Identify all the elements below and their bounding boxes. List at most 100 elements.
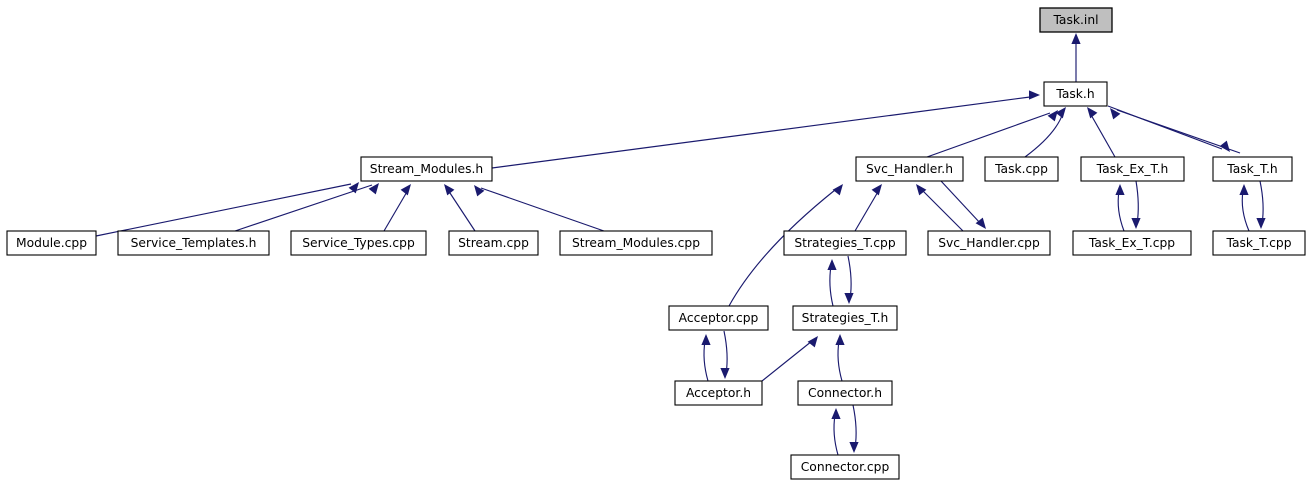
graph-node-task_t_cpp[interactable]: Task_T.cpp	[1212, 230, 1306, 256]
node-box[interactable]	[1043, 81, 1108, 107]
node-box[interactable]	[360, 156, 493, 182]
graph-node-strategies_t_cpp[interactable]: Strategies_T.cpp	[783, 230, 907, 256]
edge-line	[383, 189, 409, 232]
graph-node-strategies_t_h[interactable]: Strategies_T.h	[792, 305, 898, 331]
node-box[interactable]	[559, 230, 713, 256]
node-box[interactable]	[290, 230, 427, 256]
node-label: Connector.cpp	[801, 460, 890, 474]
node-label: Task.cpp	[994, 162, 1048, 176]
node-box[interactable]	[984, 156, 1059, 182]
arrow-head-icon	[831, 408, 841, 419]
node-box[interactable]	[668, 305, 769, 331]
arrow-head-icon	[844, 293, 854, 304]
node-box[interactable]	[792, 305, 898, 331]
graph-node-stream_modules_h[interactable]: Stream_Modules.h	[360, 156, 493, 182]
node-label: Task_Ex_T.h	[1096, 162, 1169, 176]
node-label: Task_T.cpp	[1225, 236, 1291, 250]
node-box[interactable]	[1212, 156, 1293, 182]
node-label: Stream_Modules.cpp	[572, 236, 700, 250]
edge-line	[491, 96, 1031, 169]
node-label: Strategies_T.h	[802, 311, 889, 325]
graph-node-stream_modules_cpp[interactable]: Stream_Modules.cpp	[559, 230, 713, 256]
arrow-head-icon	[720, 368, 730, 379]
node-box[interactable]	[855, 156, 964, 182]
node-label: Service_Types.cpp	[302, 236, 415, 250]
graph-node-task_ex_t_cpp[interactable]: Task_Ex_T.cpp	[1072, 230, 1192, 256]
node-label: Task.inl	[1052, 13, 1098, 27]
node-label: Connector.h	[808, 386, 882, 400]
node-box[interactable]	[674, 380, 763, 406]
graph-node-task_cpp[interactable]: Task.cpp	[984, 156, 1059, 182]
arrow-head-icon	[474, 185, 485, 197]
arrow-head-icon	[368, 183, 379, 195]
edge-line	[854, 189, 880, 232]
graph-node-task_t_h[interactable]: Task_T.h	[1212, 156, 1293, 182]
graph-node-svc_handler_cpp[interactable]: Svc_Handler.cpp	[927, 230, 1051, 256]
node-label: Svc_Handler.cpp	[938, 236, 1040, 250]
edge-line	[703, 340, 709, 382]
graph-edge-task_h-to-task_t_h	[1107, 105, 1230, 152]
graph-edge-task_cpp-to-task_h	[1024, 107, 1066, 158]
graph-node-stream_cpp[interactable]: Stream.cpp	[448, 230, 539, 256]
graph-edge-module_cpp-to-stream_modules_h	[95, 182, 359, 237]
edge-line	[1089, 112, 1116, 158]
node-box[interactable]	[927, 230, 1051, 256]
graph-node-task_h[interactable]: Task.h	[1043, 81, 1108, 107]
node-box[interactable]	[117, 230, 270, 256]
node-box[interactable]	[790, 454, 900, 480]
graph-edge-stream_modules_h-to-task_h	[491, 90, 1040, 169]
node-label: Acceptor.cpp	[679, 311, 759, 325]
edge-line	[926, 112, 1051, 158]
node-box[interactable]	[6, 230, 97, 256]
edge-line	[837, 340, 843, 382]
graph-edge-svc_handler_cpp-to-svc_handler_h	[916, 184, 964, 232]
arrow-head-icon	[849, 442, 859, 453]
edge-line	[95, 183, 352, 237]
graph-node-connector_h[interactable]: Connector.h	[797, 380, 893, 406]
graph-edge-connector_cpp-to-connector_h	[831, 408, 841, 456]
graph-edge-connector_h-to-strategies_t_h	[835, 334, 845, 382]
graph-edge-stream_modules_cpp-to-stream_modules_h	[474, 185, 605, 232]
graph-edge-strategies_t_h-to-strategies_t_cpp	[827, 259, 837, 307]
edge-line	[447, 189, 476, 232]
node-box[interactable]	[1039, 7, 1113, 33]
edge-line	[940, 180, 982, 225]
node-box[interactable]	[1072, 230, 1192, 256]
node-box[interactable]	[797, 380, 893, 406]
arrow-head-icon	[807, 336, 818, 348]
edge-line	[1117, 190, 1125, 232]
node-box[interactable]	[1212, 230, 1306, 256]
node-box[interactable]	[783, 230, 907, 256]
graph-node-service_templates_h[interactable]: Service_Templates.h	[117, 230, 270, 256]
node-label: Task.h	[1055, 87, 1094, 101]
graph-node-module_cpp[interactable]: Module.cpp	[6, 230, 97, 256]
arrow-head-icon	[832, 184, 843, 196]
graph-node-svc_handler_h[interactable]: Svc_Handler.h	[855, 156, 964, 182]
node-label: Svc_Handler.h	[866, 162, 953, 176]
graph-edge-acceptor_cpp-to-svc_handler_h	[728, 184, 843, 307]
edge-line	[852, 404, 857, 449]
node-label: Task_Ex_T.cpp	[1088, 236, 1175, 250]
graph-edge-svc_handler_h-to-svc_handler_cpp	[940, 180, 986, 229]
arrow-head-icon	[1055, 107, 1066, 119]
graph-node-connector_cpp[interactable]: Connector.cpp	[790, 454, 900, 480]
node-label: Acceptor.h	[686, 386, 751, 400]
edge-line	[728, 189, 836, 307]
node-box[interactable]	[448, 230, 539, 256]
graph-node-task_inl[interactable]: Task.inl	[1039, 7, 1113, 33]
graph-node-acceptor_cpp[interactable]: Acceptor.cpp	[668, 305, 769, 331]
graph-edge-task_t_h-to-task_t_cpp	[1256, 180, 1266, 229]
graph-edge-service_types_cpp-to-stream_modules_h	[383, 184, 411, 232]
arrow-head-icon	[1029, 90, 1040, 100]
node-box[interactable]	[1080, 156, 1185, 182]
arrow-head-icon	[1110, 108, 1121, 120]
graph-edge-acceptor_cpp-to-acceptor_h	[720, 330, 730, 379]
graph-edge-task_h-to-task_inl	[1071, 33, 1081, 82]
graph-node-task_ex_t_h[interactable]: Task_Ex_T.h	[1080, 156, 1185, 182]
graph-node-service_types_cpp[interactable]: Service_Types.cpp	[290, 230, 427, 256]
arrow-head-icon	[1239, 184, 1249, 195]
graph-node-acceptor_h[interactable]: Acceptor.h	[674, 380, 763, 406]
